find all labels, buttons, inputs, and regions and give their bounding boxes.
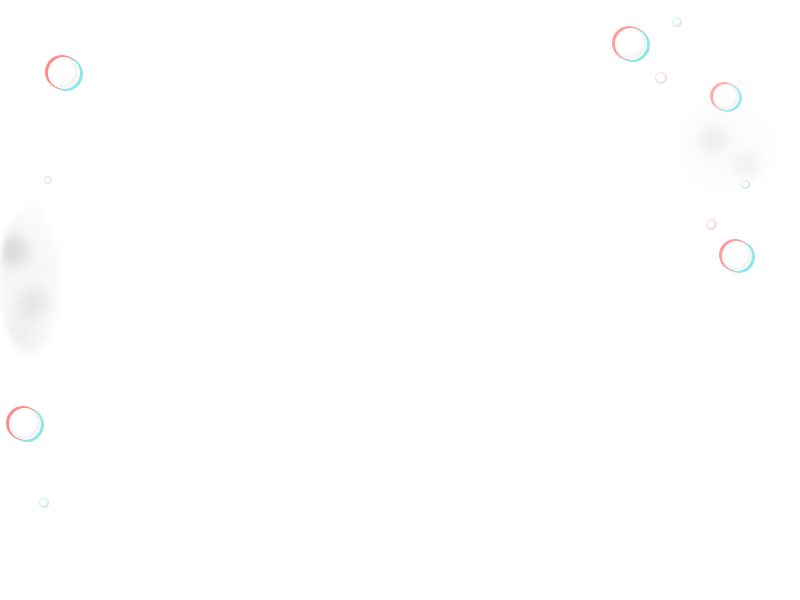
dot-right-2 (706, 219, 717, 230)
dot-left-mid (44, 176, 52, 184)
dot-top-mid-right (655, 72, 667, 84)
speckle-right (680, 95, 775, 195)
bubble-top-left (48, 57, 80, 89)
speckle-left (0, 205, 60, 355)
bubble-right-mid (722, 241, 752, 271)
dot-left-lower (39, 498, 49, 508)
dot-top-right (672, 17, 682, 27)
bubble-left-lower (9, 408, 41, 440)
bubble-top-right-1 (615, 28, 647, 60)
bubble-top-right-2 (713, 84, 739, 110)
dot-right-1 (741, 180, 750, 189)
